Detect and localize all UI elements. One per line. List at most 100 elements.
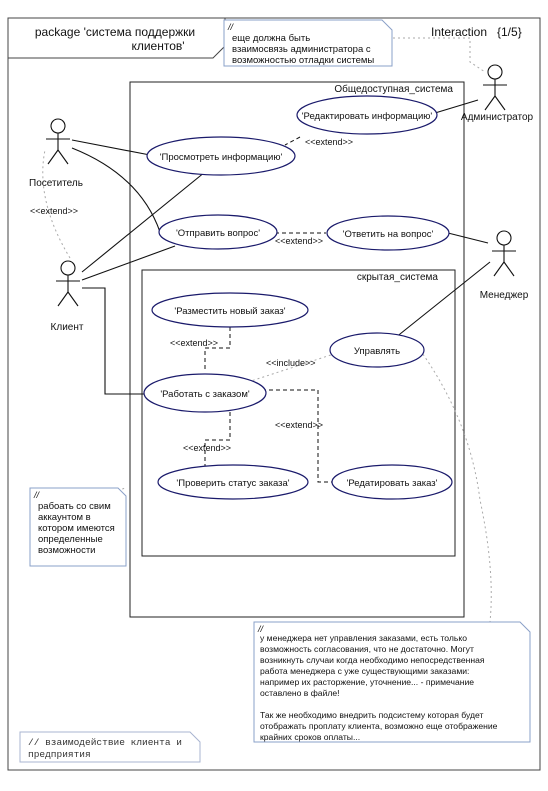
extend-label-answer: <<extend>>: [275, 236, 323, 246]
use-case-send-question[interactable]: 'Отправить вопрос': [158, 214, 278, 250]
extend-label-visitor: <<extend>>: [30, 206, 78, 216]
note-top-marker: //: [227, 22, 235, 32]
note-top-line: взаимосвязь администратора с: [232, 44, 371, 55]
note-left-marker: //: [33, 490, 41, 500]
dep-place-work: [204, 327, 231, 372]
dep-edit-order-work: [262, 389, 332, 483]
use-case-work-with-order[interactable]: 'Работать с заказом': [143, 373, 267, 413]
use-case-manage-ellipse: [329, 332, 425, 368]
associations: [71, 99, 491, 395]
note-left: // рабоать со свим аккаунтом в котором и…: [29, 487, 127, 567]
actor-manager-label: Менеджер: [480, 290, 529, 301]
note-right-line: Так же необходимо внедрить подсистему ко…: [260, 710, 484, 720]
hidden-system-boundary: [141, 269, 456, 557]
note-connector-admin: [388, 37, 486, 73]
stick-figure-icon: [483, 64, 507, 111]
note-right-line: у менеджера нет управления заказами, ест…: [260, 633, 467, 643]
actor-admin[interactable]: Администратор: [461, 64, 534, 123]
note-left-line: аккаунтом в: [38, 512, 91, 523]
diagram-frame: [7, 17, 541, 771]
use-case-send-question-ellipse: [158, 214, 278, 250]
extend-label-place: <<extend>>: [170, 338, 218, 348]
page-indicator: {1/5}: [497, 25, 522, 39]
note-right-line: отображать проплату клиента, возможно ещ…: [260, 721, 498, 731]
assoc-visitor-view: [71, 139, 151, 156]
use-case-work-with-order-label: 'Работать с заказом': [160, 389, 250, 400]
assoc-client-work: [82, 287, 146, 395]
use-case-edit-info-ellipse: [296, 95, 438, 135]
note-right-marker: //: [257, 624, 265, 634]
note-left-line: возможности: [38, 545, 95, 556]
note-left-line: котором имеются: [38, 523, 115, 534]
use-case-view-info-ellipse: [146, 136, 296, 176]
dependencies: [42, 136, 341, 483]
note-bottom-line: предприятия: [28, 749, 91, 760]
use-case-send-question-label: 'Отправить вопрос': [176, 228, 260, 239]
note-top: // еще должна быть взаимосвязь администр…: [223, 19, 393, 67]
use-case-edit-info[interactable]: 'Редактировать информацию': [296, 95, 438, 135]
note-right-line: возможность согласования, что не достато…: [260, 644, 474, 654]
note-right-line: работа менеджера с уже существующими зак…: [260, 666, 469, 676]
use-case-answer-question-ellipse: [326, 215, 450, 251]
note-bottom: // взаимодействие клиента и предприятия: [19, 731, 201, 763]
assoc-client-view: [81, 171, 206, 273]
use-case-view-info[interactable]: 'Просмотреть информацию': [146, 136, 296, 176]
note-left-line: определенные: [38, 534, 103, 545]
extend-label-edit: <<extend>>: [305, 137, 353, 147]
use-case-place-order-label: 'Разместить новый заказ': [174, 306, 285, 317]
extend-label-edit-order: <<extend>>: [275, 420, 323, 430]
assoc-admin-edit: [434, 99, 479, 114]
use-case-check-status-ellipse: [157, 464, 309, 500]
note-bottom-line: // взаимодействие клиента и: [28, 737, 182, 748]
dep-edit-view: [284, 136, 301, 146]
use-case-answer-question[interactable]: 'Ответить на вопрос': [326, 215, 450, 251]
public-system-boundary: [129, 81, 465, 618]
note-left-box: [29, 487, 127, 567]
actor-visitor-label: Посетитель: [29, 178, 83, 189]
note-right-line: например их расторжение, уточнение... - …: [260, 677, 474, 687]
assoc-manager-manage: [394, 261, 491, 339]
stick-figure-icon: [56, 260, 80, 307]
actor-visitor[interactable]: Посетитель: [29, 118, 83, 189]
note-top-line: еще должна быть: [232, 33, 310, 44]
note-right-box: [253, 621, 531, 743]
stick-figure-icon: [46, 118, 70, 165]
dep-include-manage: [247, 351, 341, 383]
interaction-label: Interaction: [431, 25, 487, 39]
note-bottom-box: [19, 731, 201, 763]
package-title-line1: package 'система поддержки: [35, 25, 195, 39]
use-case-check-status-label: 'Проверить статус заказа': [176, 478, 289, 489]
use-case-edit-order-label: 'Редатировать заказ': [347, 478, 438, 489]
use-case-edit-info-label: 'Редактировать информацию': [302, 111, 433, 122]
hidden-system-label: скрытая_система: [357, 272, 439, 283]
assoc-visitor-send: [71, 147, 161, 233]
actor-client[interactable]: Клиент: [51, 260, 84, 333]
note-connector-right: [419, 349, 492, 623]
stick-figure-icon: [492, 230, 516, 277]
actor-admin-label: Администратор: [461, 112, 534, 123]
use-case-manage-label: Управлять: [354, 346, 400, 357]
use-case-answer-question-label: 'Ответить на вопрос': [343, 229, 434, 240]
use-case-edit-order-ellipse: [331, 464, 453, 500]
use-case-place-order[interactable]: 'Разместить новый заказ': [151, 292, 309, 328]
assoc-client-send: [81, 245, 176, 281]
package-title-line2: клиентов': [131, 39, 184, 53]
use-case-view-info-label: 'Просмотреть информацию': [160, 152, 283, 163]
use-case-check-status[interactable]: 'Проверить статус заказа': [157, 464, 309, 500]
actor-manager[interactable]: Менеджер: [480, 230, 529, 301]
note-right-line: крайних сроков оплаты...: [260, 732, 360, 742]
public-system-label: Общедоступная_система: [334, 83, 453, 95]
use-case-manage[interactable]: Управлять: [329, 332, 425, 368]
note-left-line: рабоать со свим: [38, 501, 111, 512]
use-case-place-order-ellipse: [151, 292, 309, 328]
use-case-edit-order[interactable]: 'Редатировать заказ': [331, 464, 453, 500]
include-label: <<include>>: [266, 358, 316, 368]
extend-label-check: <<extend>>: [183, 443, 231, 453]
assoc-manager-answer: [447, 232, 489, 244]
note-top-line: возможностью отладки системы: [232, 55, 374, 66]
note-right-line: возникнуть случаи когда необходимо непос…: [260, 655, 485, 665]
note-top-box: [223, 19, 393, 67]
actor-client-label: Клиент: [51, 322, 84, 333]
use-case-work-with-order-ellipse: [143, 373, 267, 413]
